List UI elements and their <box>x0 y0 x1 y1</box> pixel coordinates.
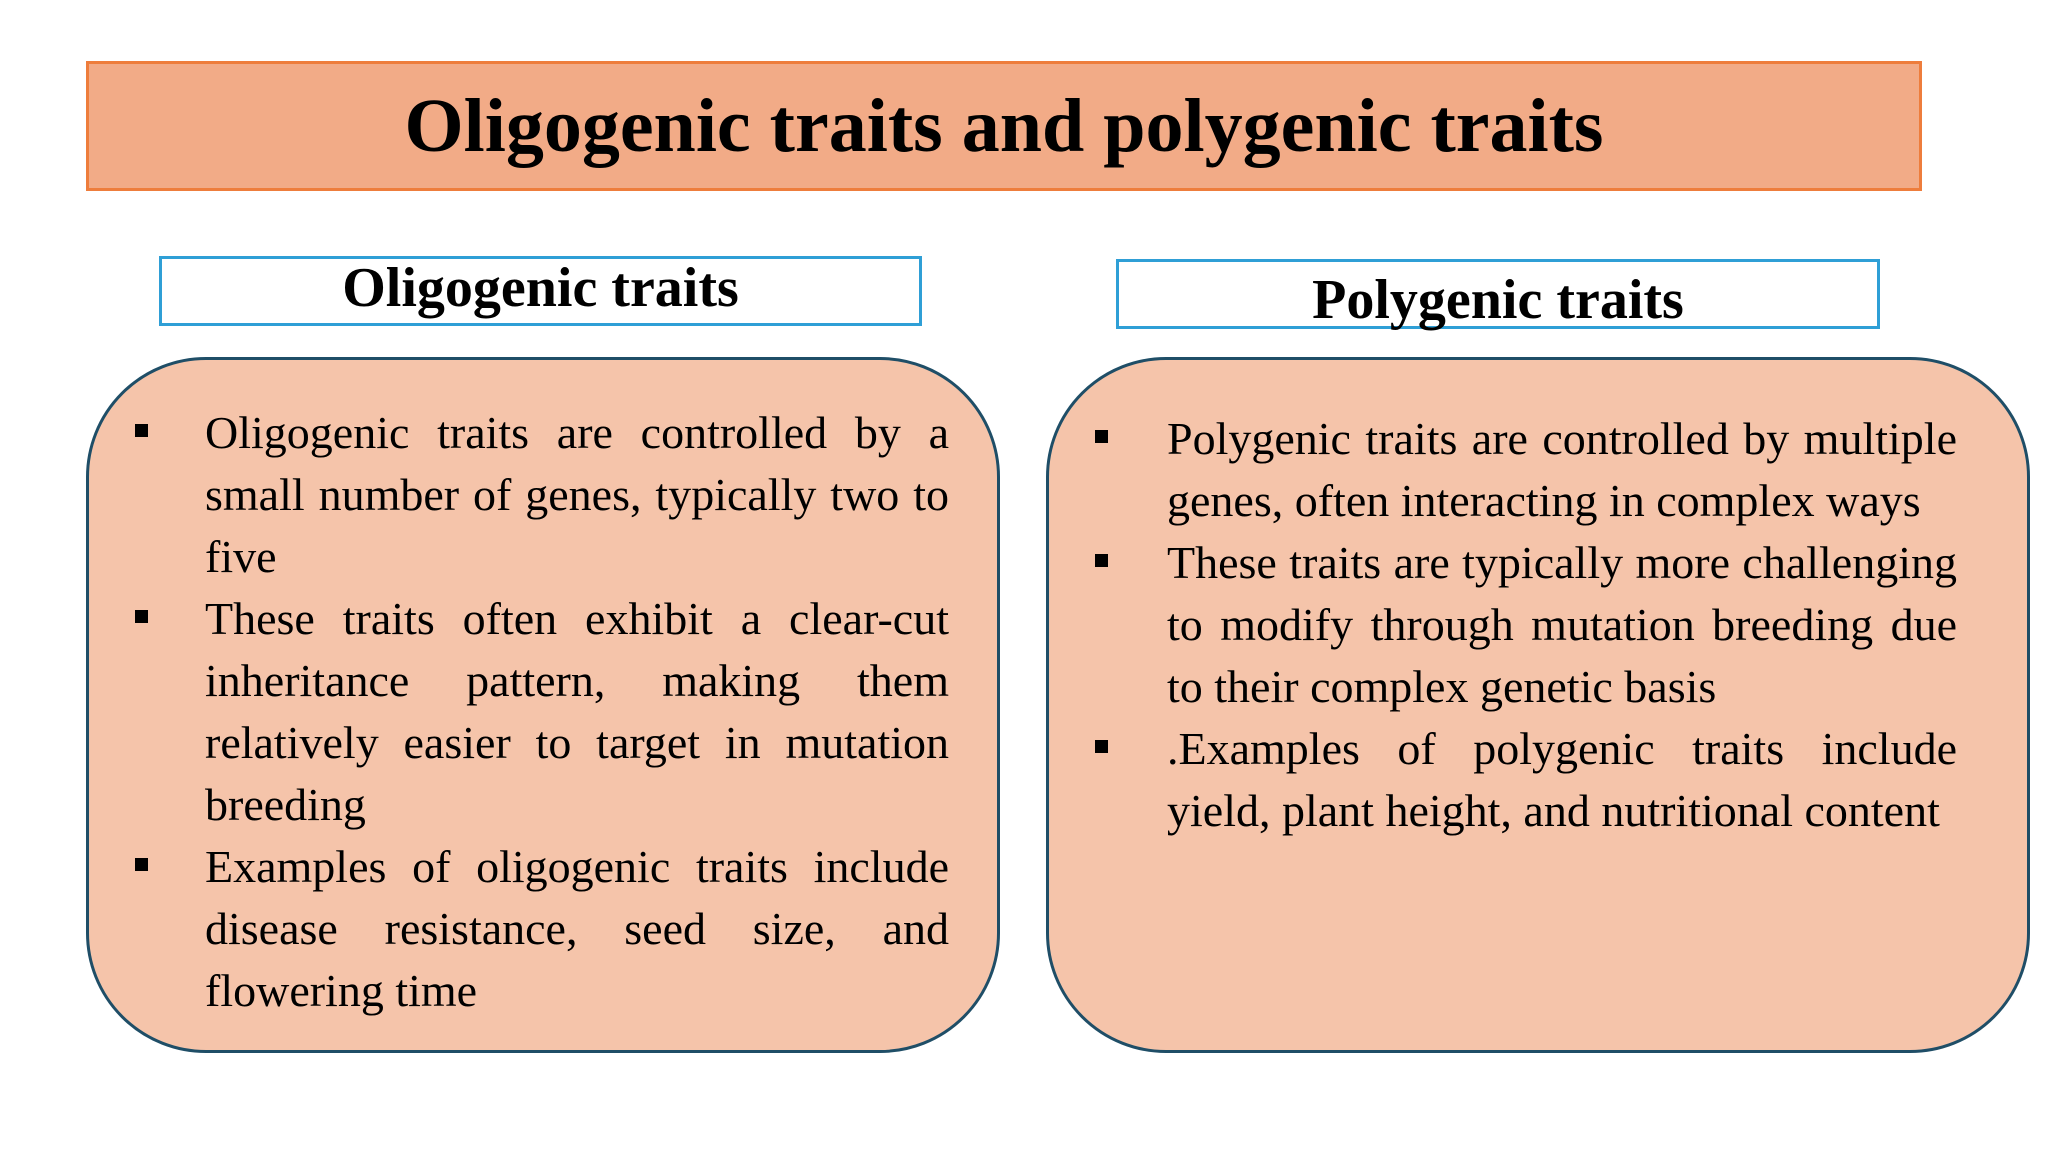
square-bullet-icon <box>1095 554 1108 567</box>
list-item: These traits often exhibit a clear-cut i… <box>135 588 949 836</box>
title-banner: Oligogenic traits and polygenic traits <box>86 61 1922 191</box>
bullet-text: .Examples of polygenic traits include yi… <box>1167 723 1957 836</box>
list-item: .Examples of polygenic traits include yi… <box>1095 718 1957 842</box>
polygenic-heading-box: Polygenic traits <box>1116 259 1880 331</box>
bullet-text: These traits are typically more challeng… <box>1167 537 1957 712</box>
square-bullet-icon <box>135 858 148 871</box>
square-bullet-icon <box>1095 430 1108 443</box>
polygenic-heading: Polygenic traits <box>1312 269 1684 331</box>
square-bullet-icon <box>1095 740 1108 753</box>
list-item: Polygenic traits are controlled by multi… <box>1095 408 1957 532</box>
bullet-text: Oligogenic traits are controlled by a sm… <box>205 407 949 582</box>
list-item: These traits are typically more challeng… <box>1095 532 1957 718</box>
list-item: Examples of oligogenic traits include di… <box>135 836 949 1022</box>
bullet-text: Examples of oligogenic traits include di… <box>205 841 949 1016</box>
slide-title: Oligogenic traits and polygenic traits <box>404 84 1604 168</box>
square-bullet-icon <box>135 424 148 437</box>
oligogenic-heading: Oligogenic traits <box>342 257 739 319</box>
bullet-text: Polygenic traits are controlled by multi… <box>1167 413 1957 526</box>
polygenic-content-box: Polygenic traits are controlled by multi… <box>1046 357 2030 1053</box>
square-bullet-icon <box>135 610 148 623</box>
list-item: Oligogenic traits are controlled by a sm… <box>135 402 949 588</box>
oligogenic-bullet-list: Oligogenic traits are controlled by a sm… <box>135 402 949 1022</box>
oligogenic-heading-box: Oligogenic traits <box>159 256 922 326</box>
bullet-text: These traits often exhibit a clear-cut i… <box>205 593 949 830</box>
oligogenic-content-box: Oligogenic traits are controlled by a sm… <box>86 357 1000 1053</box>
polygenic-bullet-list: Polygenic traits are controlled by multi… <box>1095 408 1957 842</box>
